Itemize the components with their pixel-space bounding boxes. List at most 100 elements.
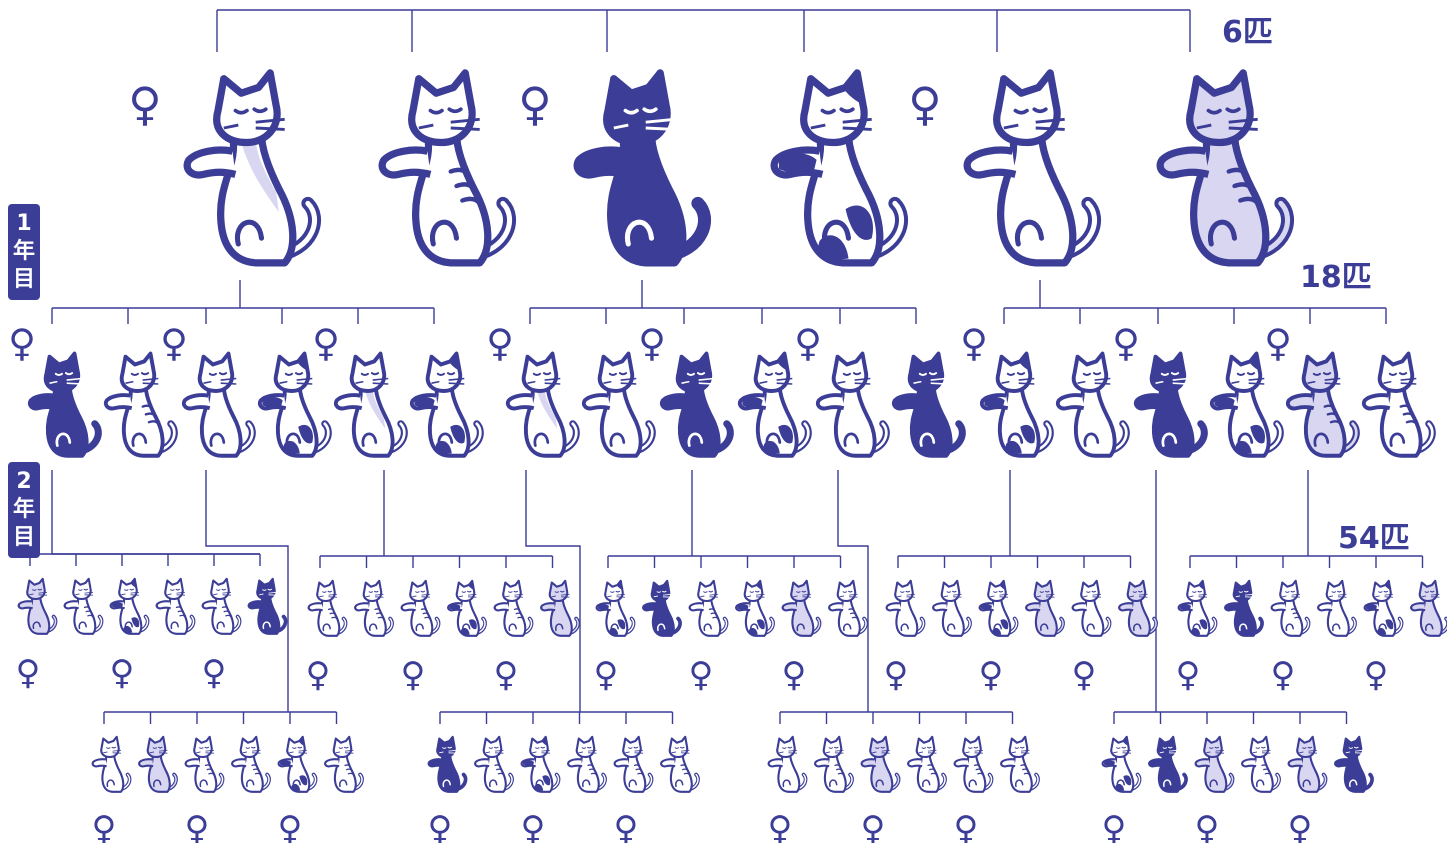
year2-cat-2 [65, 579, 102, 634]
female-symbol-year2-15: ♀ [689, 655, 714, 695]
gen2-rowA-link-0 [52, 470, 260, 554]
year2-cat-10 [448, 581, 485, 636]
female-symbol-year1-11: ♀ [794, 321, 822, 365]
year1-cat-14 [1058, 354, 1127, 456]
female-symbol-year2-5: ♀ [202, 653, 227, 693]
year2-cat-30 [1411, 581, 1447, 636]
year2-cat-37 [429, 737, 466, 792]
female-symbol-year1-1: ♀ [8, 321, 36, 365]
female-symbol-year2-11: ♀ [494, 655, 519, 695]
year1-cat-6 [412, 354, 481, 456]
year2-cat-21 [980, 581, 1017, 636]
year2-cat-49 [1103, 737, 1140, 792]
year1-cat-13 [982, 354, 1051, 456]
parent-cat-5 [967, 73, 1094, 263]
year2-cat-9 [402, 581, 439, 636]
female-symbols: ♀♀♀♀♀♀♀♀♀♀♀♀♀♀♀♀♀♀♀♀♀♀♀♀♀♀♀♀♀♀♀♀♀♀♀♀♀♀♀ [8, 77, 1388, 843]
year2-cat-6 [249, 579, 286, 634]
year1-cat-5 [336, 354, 405, 456]
female-symbol-year1-15: ♀ [1112, 321, 1140, 365]
female-symbol-year2-25: ♀ [1176, 655, 1201, 695]
year1-cat-12 [894, 354, 963, 456]
year2-cat-40 [568, 737, 605, 792]
year2-cat-1 [19, 579, 56, 634]
female-symbol-year2-33: ♀ [185, 809, 210, 843]
year2-cat-28 [1318, 581, 1355, 636]
female-symbol-year2-35: ♀ [278, 809, 303, 843]
year2-cat-24 [1119, 581, 1156, 636]
year2-cat-45 [862, 737, 899, 792]
year1-cat-2 [106, 354, 175, 456]
count-label-gen2: 54匹 [1338, 521, 1410, 556]
female-symbol-year1-5: ♀ [312, 321, 340, 365]
female-symbol-year2-43: ♀ [768, 809, 793, 843]
year2-cat-22 [1026, 581, 1063, 636]
female-symbol-year2-39: ♀ [521, 809, 546, 843]
year2-cat-54 [1335, 737, 1372, 792]
female-symbol-year2-45: ♀ [861, 809, 886, 843]
year-tag-1-char-2: 目 [13, 267, 35, 292]
year2-cat-16 [736, 581, 773, 636]
female-symbol-year2-27: ♀ [1271, 655, 1296, 695]
female-symbol-year2-17: ♀ [782, 655, 807, 695]
year2-cat-39 [522, 737, 559, 792]
year-tag-1: 1年目 [8, 204, 40, 300]
year2-cat-13 [597, 581, 634, 636]
female-symbol-year2-23: ♀ [1072, 655, 1097, 695]
parent-cat-6 [1160, 73, 1287, 263]
year2-cat-38 [475, 737, 512, 792]
year2-cat-12 [541, 581, 578, 636]
year1-cat-4 [260, 354, 329, 456]
female-symbol-year2-13: ♀ [594, 655, 619, 695]
female-symbol-year1-7: ♀ [486, 321, 514, 365]
year2-cat-26 [1225, 581, 1262, 636]
year1-cat-8 [584, 354, 653, 456]
female-symbol-parent-1: ♀ [128, 77, 162, 131]
year1-cat-1 [30, 354, 99, 456]
year-tag-2-char-0: 2 [16, 469, 31, 494]
year-tag-2-char-2: 目 [13, 525, 35, 550]
female-symbol-year2-31: ♀ [92, 809, 117, 843]
year2-cat-3 [111, 579, 148, 634]
year1-cat-15 [1136, 354, 1205, 456]
female-symbol-year2-1: ♀ [16, 653, 41, 693]
female-symbol-year1-9: ♀ [638, 321, 666, 365]
year2-cat-43 [769, 737, 806, 792]
year2-cat-4 [157, 579, 194, 634]
cats-layer [19, 73, 1447, 792]
year2-cat-34 [232, 737, 269, 792]
year2-cat-14 [643, 581, 680, 636]
year1-cat-16 [1212, 354, 1281, 456]
year2-cat-15 [690, 581, 727, 636]
year-tag-2-char-1: 年 [13, 496, 35, 522]
female-symbol-year2-51: ♀ [1195, 809, 1220, 843]
count-label-gen0: 6匹 [1222, 15, 1273, 50]
female-symbol-year2-7: ♀ [306, 655, 331, 695]
year1-cat-18 [1364, 354, 1433, 456]
female-symbol-year1-13: ♀ [960, 321, 988, 365]
parent-cat-3 [577, 73, 704, 263]
female-symbol-year2-29: ♀ [1364, 655, 1389, 695]
female-symbol-year1-17: ♀ [1264, 321, 1292, 365]
year2-cat-20 [933, 581, 970, 636]
year1-cat-11 [818, 354, 887, 456]
year2-cat-7 [309, 581, 346, 636]
year2-cat-36 [325, 737, 362, 792]
female-symbol-year2-37: ♀ [428, 809, 453, 843]
female-symbol-year2-3: ♀ [110, 653, 135, 693]
year2-cat-35 [279, 737, 316, 792]
year2-cat-25 [1179, 581, 1216, 636]
parent-cat-1 [187, 73, 314, 263]
year2-cat-48 [1001, 737, 1038, 792]
year2-cat-41 [615, 737, 652, 792]
year2-cat-47 [955, 737, 992, 792]
female-symbol-year2-21: ♀ [979, 655, 1004, 695]
year2-cat-52 [1242, 737, 1279, 792]
female-symbol-year2-41: ♀ [614, 809, 639, 843]
female-symbol-year2-53: ♀ [1288, 809, 1313, 843]
year1-cat-7 [508, 354, 577, 456]
year1-cat-17 [1288, 354, 1357, 456]
